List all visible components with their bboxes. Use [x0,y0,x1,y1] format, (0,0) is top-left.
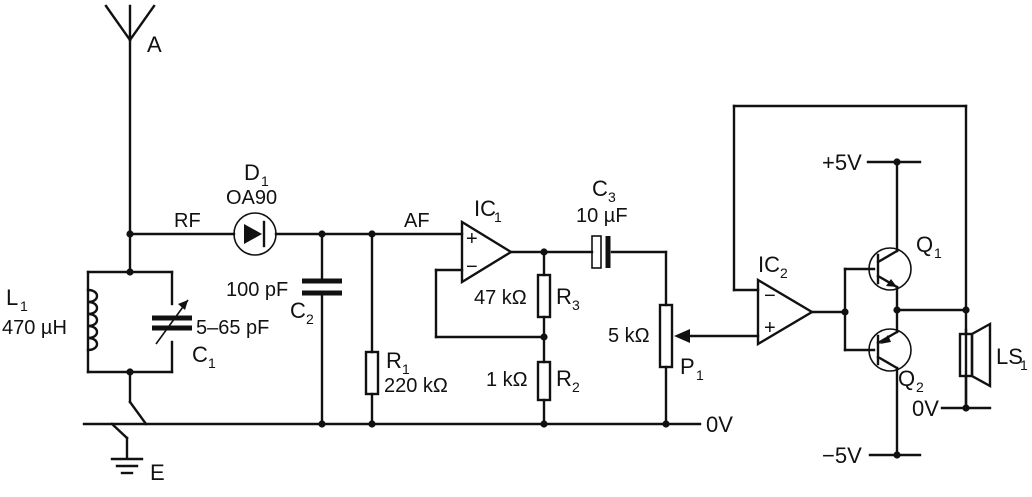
p1-subscript: 1 [696,367,704,383]
potentiometer-p1 [658,303,690,369]
r3-value: 47 kΩ [474,287,527,309]
ls1-subscript: 1 [1020,357,1028,373]
antenna-symbol [104,4,156,236]
r1-value: 220 kΩ [384,375,448,397]
r3-name: R [556,284,572,309]
l1-name: L [6,285,18,310]
c1-name: C [192,342,208,367]
r1-name: R [386,348,402,373]
minus-5v-label: −5V [822,443,862,468]
r2-subscript: 2 [572,379,580,395]
ic1-plus-pin: + [466,228,478,250]
c2-value: 100 pF [226,279,288,301]
c3-subscript: 3 [608,189,616,205]
c1-subscript: 1 [208,355,216,371]
ic1-subscript: 1 [494,209,502,225]
opamp-ic1 [460,219,514,285]
c1-value: 5–65 pF [196,317,269,339]
p1-name: P [680,354,695,379]
antenna-label: A [147,32,162,57]
af-label: AF [404,210,430,232]
junction-dots [126,158,970,459]
d1-value: OA90 [226,187,277,209]
resistor-r3 [536,273,552,319]
ic2-minus-pin: − [764,285,776,307]
q2-name: Q [898,366,915,391]
r1-subscript: 1 [402,361,410,377]
ic2-name: IC [758,252,780,277]
l1-value: 470 µH [2,317,67,339]
speaker-ls1 [958,321,992,410]
rf-label: RF [174,210,201,232]
q2-subscript: 2 [916,379,924,395]
ic1-name: IC [474,196,496,221]
q1-subscript: 1 [934,245,942,261]
ic1-minus-pin: − [466,256,478,278]
ic2-subscript: 2 [780,265,788,281]
earth-symbol [110,422,144,475]
l1-subscript: 1 [20,298,28,314]
earth-label: E [150,460,165,485]
capacitor-c2 [302,278,342,296]
r2-value: 1 kΩ [486,369,528,391]
ls1-name: LS [996,344,1023,369]
zero-v-main-label: 0V [706,412,733,437]
r2-name: R [556,366,572,391]
opamp-ic2 [756,277,815,347]
capacitor-c3 [591,235,611,269]
inductor-l1 [86,288,99,352]
diode-d1 [233,212,277,256]
q1-name: Q [916,232,933,257]
r3-subscript: 3 [572,297,580,313]
c3-name: C [592,176,608,201]
p1-value: 5 kΩ [608,325,650,347]
resistor-r2 [536,360,552,402]
variable-capacitor-c1 [152,299,192,345]
c2-name: C [290,298,306,323]
d1-subscript: 1 [261,173,269,189]
plus-5v-label: +5V [822,150,862,175]
ic2-plus-pin: + [764,317,776,339]
d1-name: D [244,160,260,185]
c3-value: 10 µF [576,205,628,227]
c2-subscript: 2 [306,311,314,327]
transistor-q2 [868,308,912,372]
transistor-q1 [868,247,912,312]
resistor-r1 [364,350,380,396]
zero-v-out-label: 0V [912,396,939,421]
